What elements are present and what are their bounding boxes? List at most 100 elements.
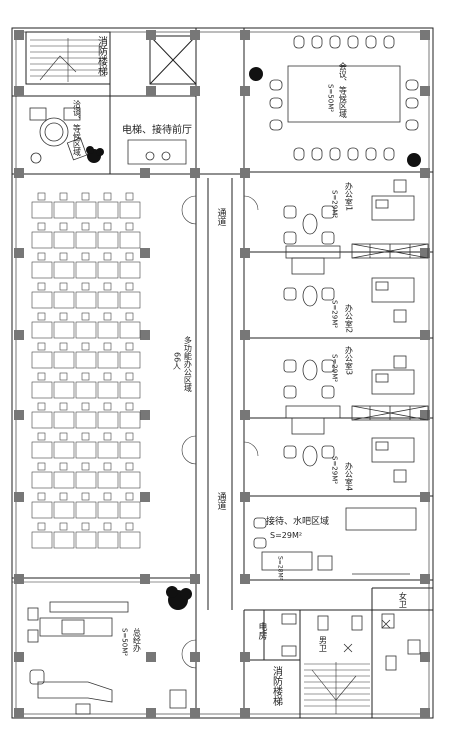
workstation-chair <box>37 222 46 231</box>
workstation-chair <box>37 492 46 501</box>
workstation-desk <box>97 351 119 369</box>
workstation-chair <box>59 312 68 321</box>
workstation-chair <box>81 462 90 471</box>
workstation-chair <box>103 462 112 471</box>
workstation-grid <box>31 192 141 549</box>
workstation-desk <box>97 381 119 399</box>
workstation-desk <box>31 531 53 549</box>
workstation-chair <box>59 372 68 381</box>
workstation-desk <box>31 501 53 519</box>
outer-wall <box>11 27 434 719</box>
meeting-area-label: S=50M² <box>326 84 335 113</box>
workstation-chair <box>59 192 68 201</box>
workstation-desk <box>75 261 97 279</box>
workstation-chair <box>59 222 68 231</box>
workstation-desk <box>97 441 119 459</box>
workstation-chair <box>37 192 46 201</box>
electrical-room-label: 电房 <box>256 622 267 640</box>
workstation-chair <box>59 402 68 411</box>
mens-wc-label: 男卫 <box>318 636 328 652</box>
workstation-chair <box>37 252 46 261</box>
plant-gm <box>166 586 192 610</box>
workstation-chair <box>125 312 134 321</box>
workstation-desk <box>53 501 75 519</box>
workstation-chair <box>81 252 90 261</box>
workstation-chair <box>37 372 46 381</box>
open-office-label: 多功能办公区域 <box>183 336 193 392</box>
wc-fixtures <box>281 613 421 671</box>
workstation-desk <box>97 411 119 429</box>
workstation-chair <box>103 312 112 321</box>
office-3-label: 办公室3 <box>344 346 354 376</box>
workstation-desk <box>97 261 119 279</box>
plant-meeting <box>249 67 421 167</box>
workstation-desk <box>97 201 119 219</box>
workstation-chair <box>59 522 68 531</box>
workstation-chair <box>125 462 134 471</box>
small-area-note: S=28M² <box>276 556 284 581</box>
workstation-chair <box>103 282 112 291</box>
workstation-desk <box>75 351 97 369</box>
reception-bar-area-label: S=29M² <box>270 531 303 540</box>
workstation-desk <box>53 411 75 429</box>
workstation-chair <box>103 192 112 201</box>
workstation-desk <box>31 351 53 369</box>
workstation-desk <box>53 381 75 399</box>
elevator-lobby-label: 电梯、接待前厅 <box>122 125 192 136</box>
workstation-chair <box>125 372 134 381</box>
workstation-chair <box>59 432 68 441</box>
workstation-desk <box>97 291 119 309</box>
workstation-desk <box>97 501 119 519</box>
workstation-chair <box>81 342 90 351</box>
workstation-desk <box>53 261 75 279</box>
gm-office-furniture <box>27 601 187 715</box>
workstation-chair <box>125 492 134 501</box>
meeting-room-label: 会议、等候区域 <box>338 62 348 118</box>
office-4-area-label: S=29M² <box>330 456 339 485</box>
workstation-desk <box>53 531 75 549</box>
workstation-chair <box>59 342 68 351</box>
office-2-area-label: S=29M² <box>330 300 339 329</box>
workstation-chair <box>125 432 134 441</box>
workstation-desk <box>53 471 75 489</box>
workstation-chair <box>37 462 46 471</box>
workstation-desk <box>53 291 75 309</box>
workstation-desk <box>53 201 75 219</box>
office-3-area-label: S=29M² <box>330 354 339 383</box>
workstation-chair <box>59 462 68 471</box>
workstation-desk <box>75 441 97 459</box>
workstation-desk <box>119 441 141 459</box>
workstation-chair <box>81 372 90 381</box>
workstation-desk <box>119 471 141 489</box>
workstation-chair <box>103 522 112 531</box>
office-1-area-label: S=29M² <box>330 190 339 219</box>
plant-lounge <box>86 146 104 163</box>
workstation-chair <box>37 342 46 351</box>
workstation-desk <box>53 231 75 249</box>
fire-stair-bottom-label: 消防楼梯 <box>270 666 282 706</box>
workstation-chair <box>103 222 112 231</box>
workstation-desk <box>97 531 119 549</box>
workstation-desk <box>119 381 141 399</box>
workstation-desk <box>119 261 141 279</box>
workstation-desk <box>31 381 53 399</box>
workstation-desk <box>53 351 75 369</box>
workstation-desk <box>31 411 53 429</box>
workstation-desk <box>31 291 53 309</box>
workstation-chair <box>59 492 68 501</box>
workstation-desk <box>75 231 97 249</box>
workstation-desk <box>53 321 75 339</box>
conference-table <box>269 35 419 161</box>
corridor-top-label: 通道 <box>215 208 226 226</box>
workstation-desk <box>53 441 75 459</box>
workstation-chair <box>103 492 112 501</box>
workstation-desk <box>75 381 97 399</box>
workstation-chair <box>81 432 90 441</box>
fire-stair-top-label: 消防楼梯 <box>95 36 107 76</box>
workstation-chair <box>37 432 46 441</box>
gm-office-label: 总经办 <box>132 628 142 652</box>
workstation-desk <box>119 501 141 519</box>
reception-bar-label: 接待、水吧区域 <box>266 517 330 527</box>
workstation-chair <box>103 432 112 441</box>
